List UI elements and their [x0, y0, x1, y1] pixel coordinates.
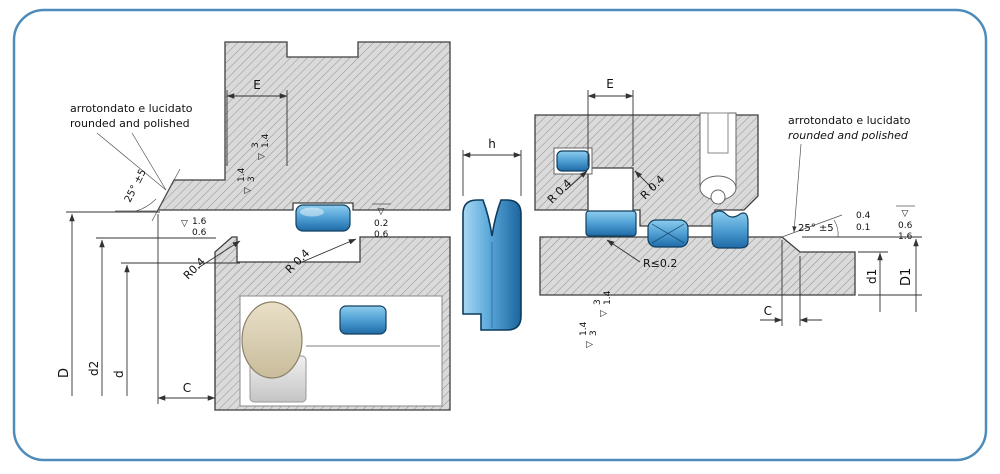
- svg-text:C: C: [764, 304, 772, 318]
- svg-text:3: 3: [247, 176, 257, 182]
- wiper-seal: [711, 210, 749, 249]
- svg-text:3: 3: [593, 299, 603, 305]
- finish-mark-groove-right: 3 1.4 ▽: [251, 133, 271, 160]
- left-dim-d: d: [112, 262, 240, 396]
- left-dim-E: E: [226, 78, 288, 166]
- svg-text:1.4: 1.4: [603, 290, 613, 305]
- svg-text:C: C: [183, 381, 191, 395]
- right-dim-E: E: [587, 77, 634, 166]
- left-upper-gland: [156, 41, 451, 211]
- guide-ring: [339, 305, 387, 335]
- svg-text:1.6: 1.6: [192, 217, 207, 227]
- svg-text:d: d: [112, 370, 126, 378]
- svg-text:0.6: 0.6: [898, 221, 913, 231]
- svg-text:1.4: 1.4: [579, 321, 589, 336]
- left-note: arrotondato e lucidato rounded and polis…: [70, 102, 193, 191]
- right-figure: E R 0.4 R 0.4 R≤0.2 3 1.4 ▽ 1.4: [534, 77, 922, 348]
- left-dim-d2: d2: [87, 237, 216, 396]
- svg-text:0.6: 0.6: [374, 230, 389, 240]
- dim-E-label: E: [606, 77, 614, 91]
- finish-triangle-icon: ▽: [257, 153, 267, 160]
- svg-text:0.6: 0.6: [192, 228, 207, 238]
- finish-triangle-icon: ▽: [181, 219, 188, 229]
- left-dim-C: C: [157, 214, 216, 404]
- svg-text:0.4: 0.4: [856, 211, 871, 221]
- angle-label: 25° ±5: [798, 223, 834, 234]
- finish-triangle-icon: ▽: [902, 209, 909, 219]
- right-dim-D1: D1: [802, 236, 922, 312]
- left-dim-D: D: [57, 211, 160, 396]
- svg-text:D1: D1: [899, 268, 914, 286]
- finish-triangle-icon: ▽: [585, 341, 595, 348]
- right-note: arrotondato e lucidato rounded and polis…: [788, 114, 911, 233]
- svg-text:1.4: 1.4: [261, 133, 271, 148]
- note-line2: rounded and polished: [70, 117, 190, 130]
- right-dim-C: C: [760, 240, 822, 326]
- finish-mark-groove-left: 1.4 3 ▽: [237, 167, 257, 194]
- x-ring: [647, 219, 689, 248]
- right-chamfer-angle: 25° ±5: [781, 214, 843, 238]
- svg-text:0.1: 0.1: [856, 223, 870, 233]
- rod-seal: [585, 210, 637, 237]
- plug-fitting: [699, 112, 737, 205]
- note-line2: rounded and polished: [788, 129, 909, 142]
- svg-text:d2: d2: [87, 361, 101, 376]
- finish-mark-gap: ▽ 1.6 0.6: [181, 217, 207, 238]
- dim-E-label: E: [253, 78, 261, 92]
- finish-triangle-icon: ▽: [243, 187, 253, 194]
- dim-h: h: [462, 137, 522, 196]
- svg-text:1.4: 1.4: [237, 167, 247, 182]
- roller-component: [241, 301, 303, 379]
- right-radius-max: R≤0.2: [606, 239, 677, 270]
- static-seal: [556, 150, 590, 172]
- svg-text:0.2: 0.2: [374, 219, 388, 229]
- svg-text:3: 3: [589, 330, 599, 336]
- finish-mark-bore: ▽ 0.2 0.6: [372, 203, 391, 240]
- svg-text:R≤0.2: R≤0.2: [643, 257, 677, 270]
- chamfer-tolerance: 0.4 0.1: [856, 211, 871, 233]
- right-dim-d1: d1: [858, 251, 922, 312]
- note-line1: arrotondato e lucidato: [70, 102, 193, 115]
- svg-text:D: D: [57, 368, 72, 378]
- backup-ring: [295, 204, 351, 232]
- dim-h-label: h: [488, 137, 496, 151]
- ring-highlight: [300, 207, 324, 217]
- finish-mark-rod-2: 1.4 3 ▽: [579, 321, 599, 348]
- finish-triangle-icon: ▽: [378, 207, 385, 217]
- svg-text:d1: d1: [865, 269, 879, 284]
- finish-triangle-icon: ▽: [599, 310, 609, 317]
- finish-mark-rod-1: 3 1.4 ▽: [593, 290, 613, 317]
- note-line1: arrotondato e lucidato: [788, 114, 911, 127]
- seal-profile-figure: h: [462, 137, 522, 331]
- left-figure: E 3 1.4 ▽ 1.4 3 ▽ arrotondato e lucidato…: [57, 41, 451, 411]
- svg-text:3: 3: [251, 142, 261, 148]
